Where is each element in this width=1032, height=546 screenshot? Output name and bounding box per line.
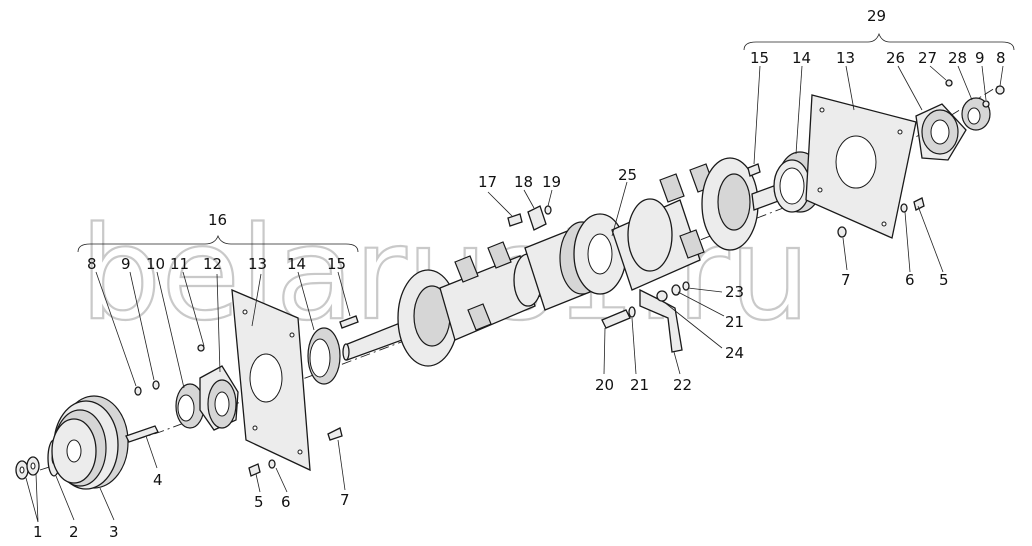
nuts-part-1 — [15, 456, 40, 480]
label-24: 24 — [725, 344, 744, 362]
grease-fitting-part-27 — [945, 79, 953, 87]
label-27: 27 — [918, 49, 937, 67]
label-17: 17 — [478, 173, 497, 191]
label-29: 29 — [867, 7, 886, 25]
label-7-left: 7 — [340, 491, 350, 509]
key-part-4 — [125, 425, 159, 443]
label-28: 28 — [948, 49, 967, 67]
label-18: 18 — [514, 173, 533, 191]
label-14-right: 14 — [792, 49, 811, 67]
label-19: 19 — [542, 173, 561, 191]
label-16: 16 — [208, 211, 227, 229]
label-6-left: 6 — [281, 493, 291, 511]
bearing-ring-part-14-left — [307, 327, 341, 385]
pulley-part-3 — [51, 395, 129, 490]
label-21-right: 21 — [725, 313, 744, 331]
label-8-left: 8 — [87, 255, 97, 273]
mounting-plate-right-part-13 — [805, 94, 917, 239]
label-9-right: 9 — [975, 49, 985, 67]
small-parts-9-8-right — [982, 85, 1005, 108]
bracket-20-24 — [601, 281, 690, 353]
fasteners-5-6-7-right — [837, 197, 925, 238]
flange-right-cardan — [611, 163, 715, 291]
label-11: 11 — [170, 255, 189, 273]
label-23: 23 — [725, 283, 744, 301]
label-20: 20 — [595, 376, 614, 394]
small-bolts-left — [134, 344, 205, 396]
label-13-left: 13 — [248, 255, 267, 273]
bearing-housing-part-26 — [915, 103, 967, 161]
label-21-bottom: 21 — [630, 376, 649, 394]
label-10: 10 — [146, 255, 165, 273]
brace-29 — [743, 32, 1015, 51]
leader-lines — [25, 65, 1004, 523]
label-12: 12 — [203, 255, 222, 273]
mounting-plate-left-part-13 — [231, 288, 311, 472]
flange-right-end — [701, 157, 793, 251]
label-22: 22 — [673, 376, 692, 394]
fasteners-5-6-7-left — [248, 427, 343, 477]
label-1: 1 — [33, 523, 43, 541]
label-26: 26 — [886, 49, 905, 67]
label-13-right: 13 — [836, 49, 855, 67]
flange-housing-part-11 — [199, 365, 239, 431]
fastener-15-right — [747, 163, 761, 177]
brace-16 — [77, 234, 359, 253]
label-14-left: 14 — [287, 255, 306, 273]
label-2: 2 — [69, 523, 79, 541]
label-5-left: 5 — [254, 493, 264, 511]
yoke-left-lugs — [454, 241, 512, 331]
part-labels: 1 2 3 4 5 6 7 8 9 10 11 12 13 14 15 16 1… — [33, 7, 1006, 541]
seal-ring-part-10 — [175, 383, 205, 429]
label-4: 4 — [153, 471, 163, 489]
label-15-right: 15 — [750, 49, 769, 67]
bracket-17-18-19 — [507, 205, 552, 231]
label-3: 3 — [109, 523, 119, 541]
label-6-right: 6 — [905, 271, 915, 289]
label-15-left: 15 — [327, 255, 346, 273]
label-25: 25 — [618, 166, 637, 184]
label-7-right: 7 — [841, 271, 851, 289]
label-5-right: 5 — [939, 271, 949, 289]
label-9-left: 9 — [121, 255, 131, 273]
label-8-right: 8 — [996, 49, 1006, 67]
shaft-end — [339, 315, 403, 361]
